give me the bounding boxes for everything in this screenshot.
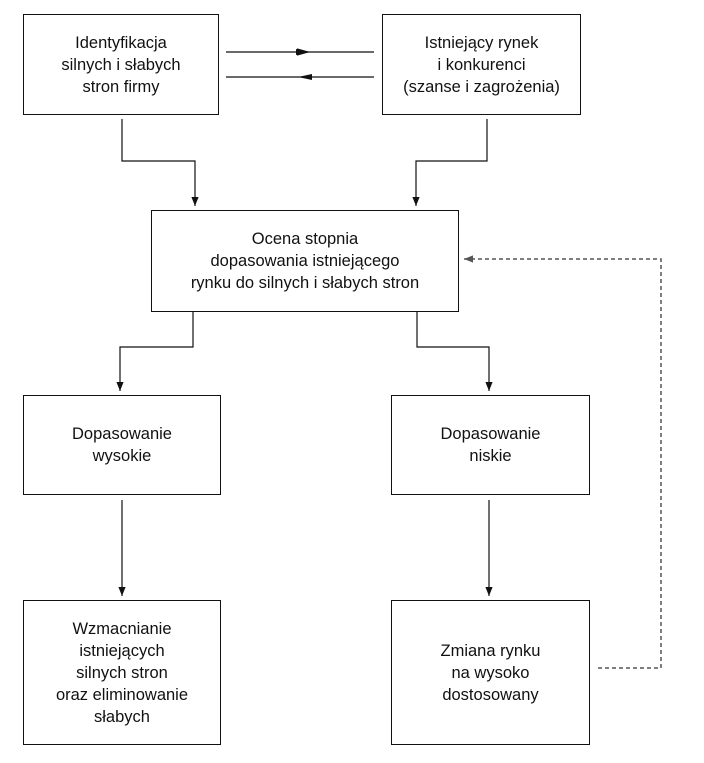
edge-market-to-fit	[412, 119, 488, 206]
node-change-market: Zmiana rynku na wysoko dostosowany	[391, 600, 590, 745]
node-high-fit: Dopasowanie wysokie	[23, 395, 221, 495]
node-existing-market-label: Istniejący rynek i konkurenci (szanse i …	[403, 33, 560, 96]
node-low-fit: Dopasowanie niskie	[391, 395, 590, 495]
node-high-fit-label: Dopasowanie wysokie	[72, 425, 172, 465]
edge-strengths-to-fit	[121, 119, 199, 206]
node-reinforce-strengths-label: Wzmacnianie istniejących silnych stron o…	[55, 619, 189, 726]
edge-fit-to-low	[416, 312, 493, 391]
node-strengths-weaknesses-label: Identyfikacja silnych i słabych stron fi…	[61, 33, 181, 96]
node-change-market-label: Zmiana rynku na wysoko dostosowany	[440, 641, 541, 704]
node-fit-assessment-label: Ocena stopnia dopasowania istniejącego r…	[190, 230, 420, 292]
edge-change-to-fit-dashed	[464, 255, 662, 669]
node-fit-assessment: Ocena stopnia dopasowania istniejącego r…	[151, 210, 459, 312]
edge-market-to-strengths-arrowhead	[298, 74, 312, 80]
edge-fit-to-high	[116, 312, 194, 391]
edge-strengths-to-market-arrowhead-fill	[296, 49, 310, 55]
node-reinforce-strengths: Wzmacnianie istniejących silnych stron o…	[23, 600, 221, 745]
node-low-fit-label: Dopasowanie niskie	[440, 425, 541, 465]
node-strengths-weaknesses: Identyfikacja silnych i słabych stron fi…	[23, 14, 219, 115]
node-existing-market: Istniejący rynek i konkurenci (szanse i …	[382, 14, 581, 115]
